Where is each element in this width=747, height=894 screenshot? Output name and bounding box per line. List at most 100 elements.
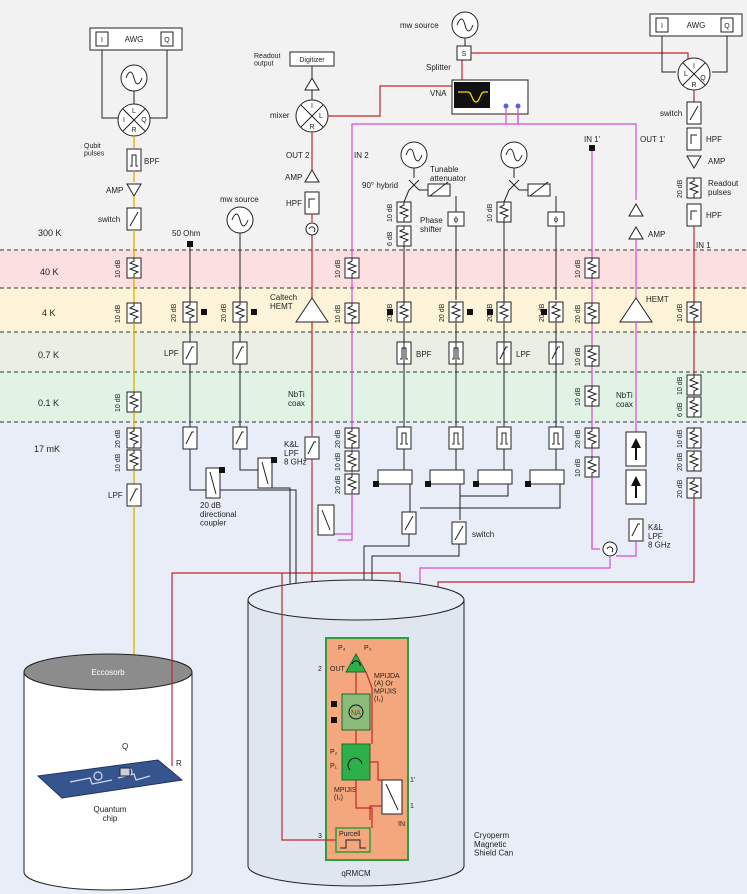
right-att-r3: 10 dB	[677, 429, 684, 448]
chip-r-label: R	[176, 759, 182, 768]
in2-label: IN 2	[354, 151, 369, 160]
module-purcell: Purcell	[339, 831, 361, 838]
left-lpf-label: LPF	[108, 491, 123, 500]
stage-label-07k: 0.7 K	[38, 350, 59, 360]
mw-source-left-label: mw source	[220, 195, 259, 204]
left-bpf-label: BPF	[144, 157, 160, 166]
module-port1p: 1'	[410, 777, 415, 784]
right-hpf-label: HPF	[706, 135, 722, 144]
awg-left-i: I	[101, 37, 103, 44]
mixer-left-i: I	[123, 117, 125, 124]
mixer-right-l: L	[684, 71, 688, 78]
readout-mixer-l: L	[319, 113, 323, 120]
left-att-2: 10 dB	[115, 304, 122, 323]
eccosorb-label: Eccosorb	[91, 668, 125, 677]
right-att-10d: 10 dB	[575, 458, 582, 477]
in2-att-2: 10 dB	[335, 304, 342, 323]
in2-att-5: 20 dB	[335, 475, 342, 494]
out1p-label: OUT 1'	[640, 135, 665, 144]
left-att-1: 10 dB	[115, 259, 122, 278]
readout-mixer-i: I	[311, 103, 313, 110]
aux-att-a: 20 dB	[171, 303, 178, 322]
pump-att-10: 10 dB	[387, 203, 394, 222]
vna-label: VNA	[430, 89, 447, 98]
right-att-r5: 20 dB	[677, 452, 684, 471]
left-att-5: 10 dB	[115, 453, 122, 472]
module-port1: 1	[410, 803, 414, 810]
module-port3: 3	[318, 833, 322, 840]
splitter-s: S	[462, 51, 467, 58]
mixer-left-r: R	[131, 127, 136, 134]
in1-label: IN 1	[696, 241, 711, 250]
awg-right-label: AWG	[687, 21, 706, 30]
aux-att-b: 20 dB	[221, 303, 228, 322]
stage-label-40k: 40 K	[40, 267, 59, 277]
left-amp-label: AMP	[106, 186, 123, 195]
right-att-20b: 20 dB	[575, 429, 582, 448]
left-att-3: 10 dB	[115, 393, 122, 412]
in2-att-3: 20 dB	[335, 429, 342, 448]
right-att-20a: 20 dB	[575, 304, 582, 323]
right-hpf2-label: HPF	[706, 211, 722, 220]
left-att-4: 20 dB	[115, 429, 122, 448]
left-switch-label: switch	[98, 215, 120, 224]
stage-label-17mk: 17 mK	[34, 444, 60, 454]
right-att-r7: 20 dB	[677, 479, 684, 498]
right-amp2-label: AMP	[648, 230, 665, 239]
right-att-r2: 10 dB	[677, 376, 684, 395]
module-p1: P₁	[330, 763, 338, 770]
right-att-r6: 6 dB	[677, 402, 684, 417]
in2-att-4: 10 dB	[335, 452, 342, 471]
pump-att-6: 6 dB	[387, 231, 394, 246]
module-in: IN	[398, 821, 405, 828]
module-out: OUT	[330, 666, 346, 673]
stage-label-01k: 0.1 K	[38, 398, 59, 408]
out2-label: OUT 2	[286, 151, 310, 160]
hybrid-label: 90° hybrid	[362, 181, 398, 190]
in1p-label: IN 1'	[584, 135, 601, 144]
splitter-label: Splitter	[426, 63, 451, 72]
module-mpijis: MPIJIS(I₁)	[334, 787, 357, 802]
chip-q-label: Q	[122, 742, 128, 751]
pump-att-20b: 20 dB	[439, 303, 446, 322]
center-lpf-label: LPF	[164, 349, 179, 358]
right-att-r1: 10 dB	[677, 303, 684, 322]
module-port2: 2	[318, 666, 322, 673]
pump-att-10b: 10 dB	[487, 203, 494, 222]
mw-source-top-label: mw source	[400, 21, 439, 30]
module-p4: P₄	[338, 645, 346, 652]
mixer-right-i: I	[693, 63, 695, 70]
right-att-10b: 10 dB	[575, 347, 582, 366]
module-na: NA	[351, 710, 361, 717]
awg-left-label: AWG	[125, 35, 144, 44]
module-p2: P₂	[330, 749, 338, 756]
awg-right-q: Q	[724, 23, 730, 30]
stage-label-4k: 4 K	[42, 308, 56, 318]
stage-label-300k: 300 K	[38, 228, 62, 238]
pump-switch-label: switch	[472, 530, 494, 539]
center-amp-label: AMP	[285, 173, 302, 182]
pump-lines: mw source S Splitter VNA 90° hybrid Tuna…	[350, 11, 689, 721]
readout-mixer-label: mixer	[270, 111, 290, 120]
readout-mixer-r: R	[309, 124, 314, 131]
right-hemt-label: HEMT	[646, 295, 669, 304]
right-att-10a: 10 dB	[575, 259, 582, 278]
mixer-left-q: Q	[141, 117, 147, 124]
awg-right-i: I	[661, 23, 663, 30]
